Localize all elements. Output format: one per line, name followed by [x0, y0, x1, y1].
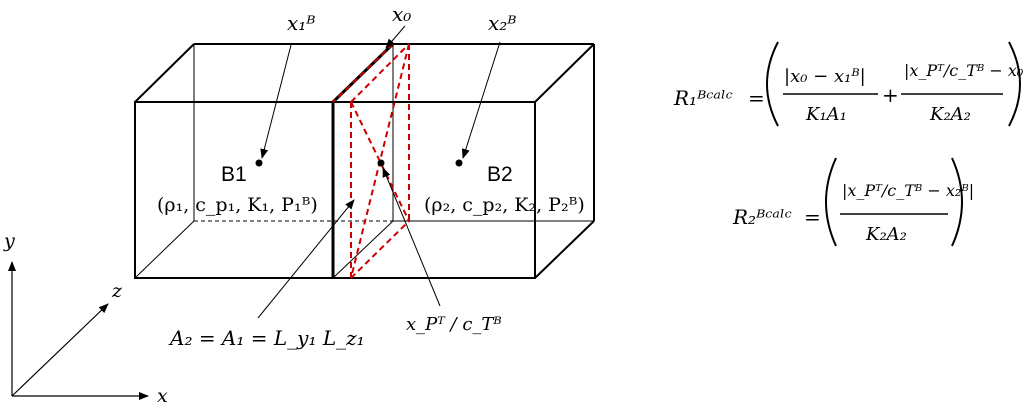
- eq-r2-numerator: |x_Pᵀ/c_Tᴮ − x₂ᴮ|: [842, 181, 974, 200]
- red-plane-top-edge: [350, 43, 410, 103]
- point-xpt: [377, 159, 385, 167]
- eq-r2-lhs: R₂ᴮᶜᵃˡᶜ: [732, 205, 792, 229]
- coordinate-axes: [7, 261, 149, 400]
- eq-r2-right-paren: [951, 157, 963, 247]
- arrow-x1b: [260, 44, 292, 159]
- axis-label-x: x: [157, 385, 168, 407]
- block-b1-front-face: [134, 101, 334, 279]
- eq-r1-equals: =: [748, 86, 765, 110]
- block-b2-label: B2: [487, 163, 513, 186]
- equation-r2: R₂ᴮᶜᵃˡᶜ = |x_Pᵀ/c_Tᴮ − x₂ᴮ| K₂A₂: [732, 157, 974, 247]
- red-plane-interface-link: [332, 43, 394, 103]
- label-x2b: x₂ᴮ: [488, 11, 517, 35]
- point-x2b: [455, 159, 463, 167]
- eq-r1-term2-numerator: |x_Pᵀ/c_Tᴮ − x₀|: [904, 61, 1025, 80]
- block-b2-properties: (ρ₂, c_p₂, K₂, P₂ᴮ): [424, 194, 585, 216]
- label-x1b: x₁ᴮ: [287, 11, 316, 35]
- block-b1-top-left-edge: [134, 43, 195, 103]
- label-area: A₂ = A₁ = L_y₁ L_z₁: [168, 326, 365, 350]
- arrow-x0: [385, 25, 406, 49]
- block-b1-label: B1: [221, 163, 247, 186]
- eq-r1-term1-numerator: |x₀ − x₁ᴮ|: [784, 66, 866, 87]
- block-b2-front-face: [333, 101, 536, 279]
- red-plane-diagonal-a: [350, 101, 410, 222]
- eq-r2-left-paren: [825, 157, 837, 247]
- eq-r1-left-paren: [766, 41, 779, 127]
- block-b2: [332, 43, 595, 279]
- eq-r2-equals: =: [804, 205, 821, 229]
- point-x1b: [255, 159, 263, 167]
- axis-label-z: z: [111, 280, 123, 302]
- label-x0: x₀: [392, 2, 411, 26]
- z-axis: [11, 303, 109, 397]
- eq-r1-plus: +: [882, 83, 899, 107]
- block-b1-properties: (ρ₁, c_p₁, K₁, P₁ᴮ): [157, 194, 318, 216]
- arrow-x2b: [461, 41, 501, 159]
- block-b1: [134, 43, 393, 279]
- arrow-area: [257, 199, 355, 319]
- red-plane-bottom-edge: [350, 220, 410, 279]
- arrow-xpt: [382, 167, 441, 307]
- eq-r1-term2-denominator: K₂A₂: [929, 104, 971, 125]
- block-b2-hidden-front-edge: [332, 220, 394, 279]
- equation-r1: R₁ᴮᶜᵃˡᶜ = |x₀ − x₁ᴮ| K₁A₁ + |x_Pᵀ/c_Tᴮ −…: [673, 41, 1025, 127]
- red-dashed-plane: [332, 43, 410, 279]
- eq-r1-lhs: R₁ᴮᶜᵃˡᶜ: [673, 86, 733, 110]
- axis-label-y: y: [3, 230, 15, 252]
- label-xpt: x_Pᵀ / c_Tᴮ: [406, 314, 502, 335]
- pointer-arrows: [257, 25, 501, 319]
- block-b1-hidden-bottom-edge: [134, 220, 195, 279]
- block-b2-top-right-edge: [534, 43, 595, 103]
- eq-r1-right-paren: [1008, 41, 1021, 127]
- eq-r2-denominator: K₂A₂: [865, 224, 907, 245]
- interface-plane: [331, 42, 395, 278]
- eq-r1-term1-denominator: K₁A₁: [805, 104, 847, 125]
- block-b2-bottom-right-edge: [534, 220, 595, 279]
